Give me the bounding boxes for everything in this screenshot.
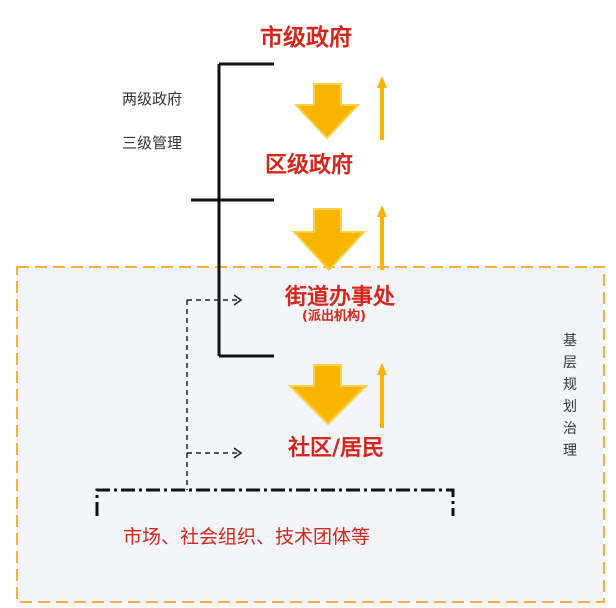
grassroots-panel [16,266,605,603]
bottom-bracket [95,488,455,516]
street-office-note: (派出机构) [302,309,366,324]
street-office-label: 街道办事处 [285,285,396,310]
city-government-label: 市级政府 [260,25,352,51]
grassroots-label-line-2: 规划 [563,377,579,415]
down-arrow-icon-1 [293,83,361,140]
up-arrow-icon-3 [377,363,387,428]
three-level-management-note: 三级管理 [122,134,183,152]
district-government-label: 区级政府 [265,153,354,178]
dashed-connector [186,299,240,490]
community-residents-label: 社区/居民 [288,436,385,461]
grassroots-label-line-1: 基层 [563,333,579,371]
down-arrow-icon-3 [287,364,369,426]
up-arrow-icon-1 [377,76,387,140]
two-level-government-note: 两级政府 [122,90,183,108]
down-arrow-icon-2 [291,208,367,272]
dashed-arrowheads [233,294,243,459]
grassroots-label-line-3: 治理 [563,421,579,459]
up-arrow-icon-2 [377,205,387,270]
market-social-organizations-label: 市场、社会组织、技术团体等 [123,526,371,548]
grassroots-governance-label: 基层 规划 治理 [556,330,586,462]
